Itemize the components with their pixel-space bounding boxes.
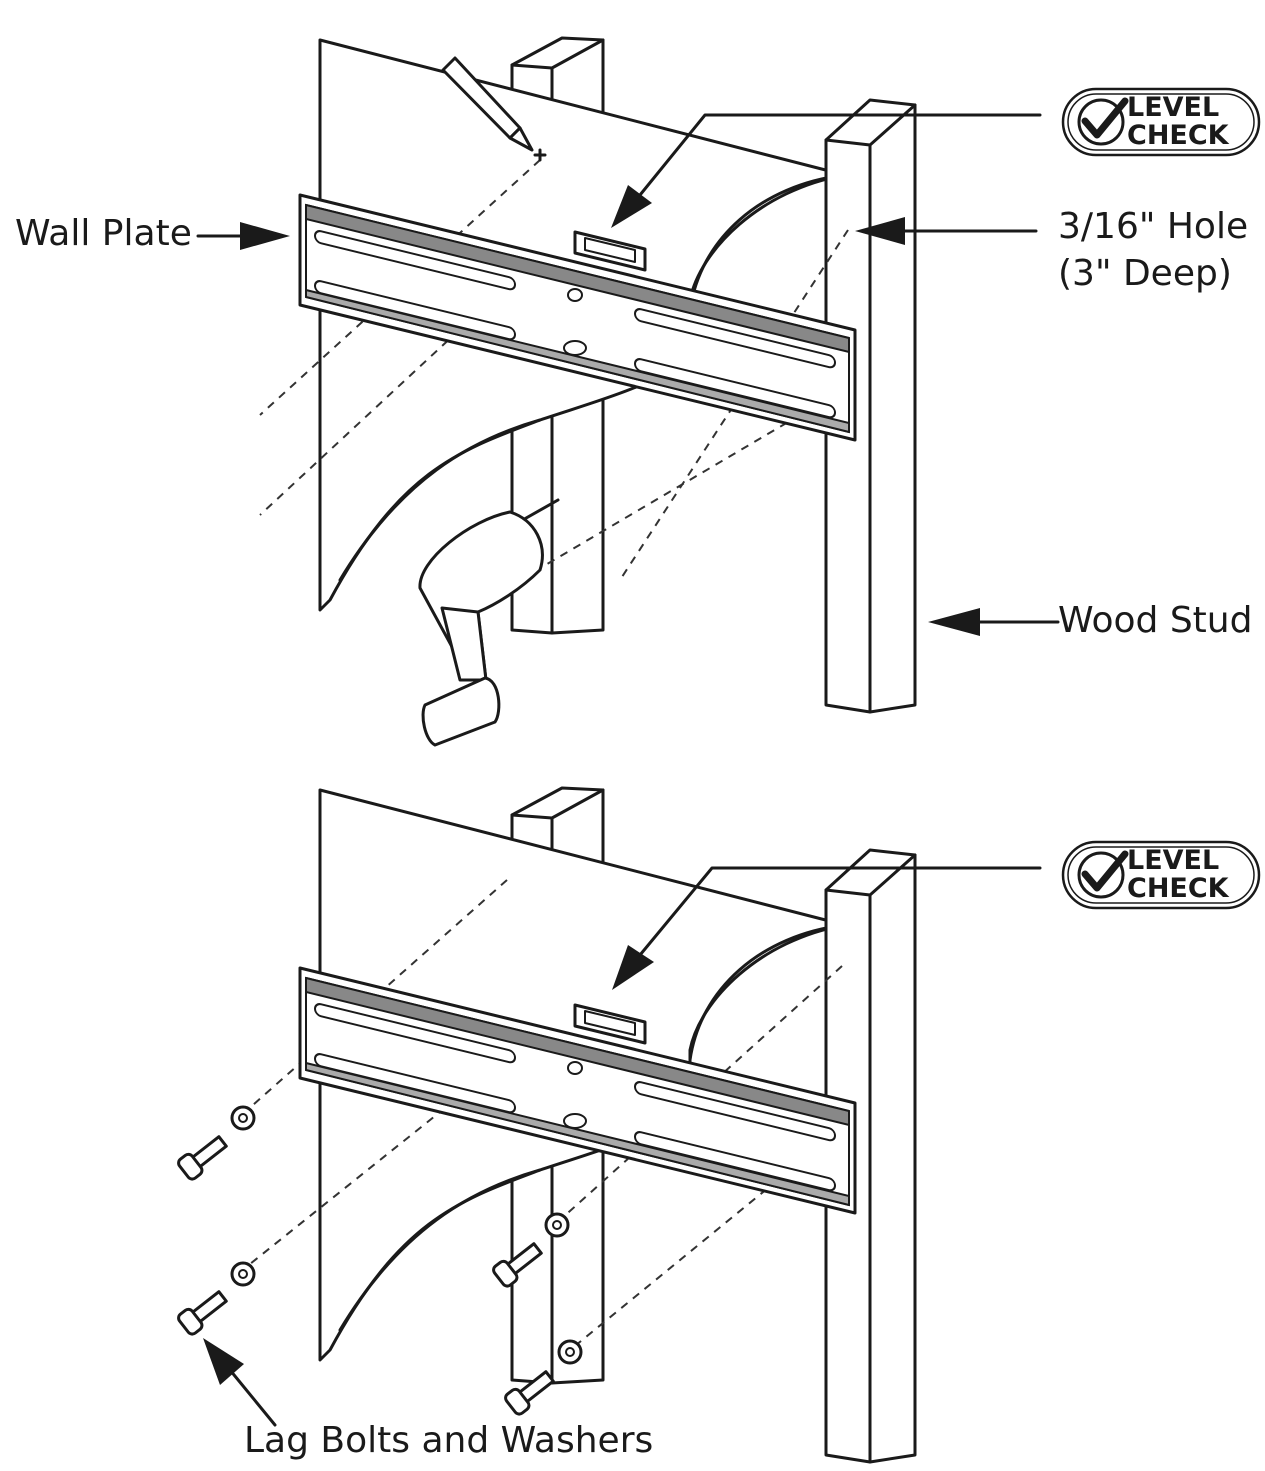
checkmark-icon [1081, 97, 1129, 139]
lag-bolts-label: Lag Bolts and Washers [244, 1420, 653, 1461]
level-check-badge: LEVEL CHECK [1061, 840, 1261, 910]
wood-stud-label: Wood Stud [1058, 600, 1252, 641]
badge-line2: CHECK [1127, 120, 1230, 151]
badge-line2: CHECK [1127, 873, 1230, 904]
level-check-badge: LEVEL CHECK [1061, 87, 1261, 157]
checkmark-icon [1081, 850, 1129, 892]
hole-size-label: 3/16" Hole [1058, 206, 1248, 247]
hole-depth-label: (3" Deep) [1058, 253, 1232, 294]
wall-plate-label: Wall Plate [15, 213, 192, 254]
pencil-icon [441, 56, 547, 162]
lag-bolt-icon [177, 1135, 555, 1416]
top-panel: LEVEL CHECK Wall Plate 3/16" Hole (3" De… [15, 36, 1261, 747]
washer-icon [230, 1105, 583, 1365]
bottom-panel: LEVEL CHECK Lag Bolts and Washers [177, 786, 1261, 1464]
badge-line1: LEVEL [1127, 92, 1219, 123]
drill-icon [418, 498, 560, 747]
badge-line1: LEVEL [1127, 845, 1219, 876]
